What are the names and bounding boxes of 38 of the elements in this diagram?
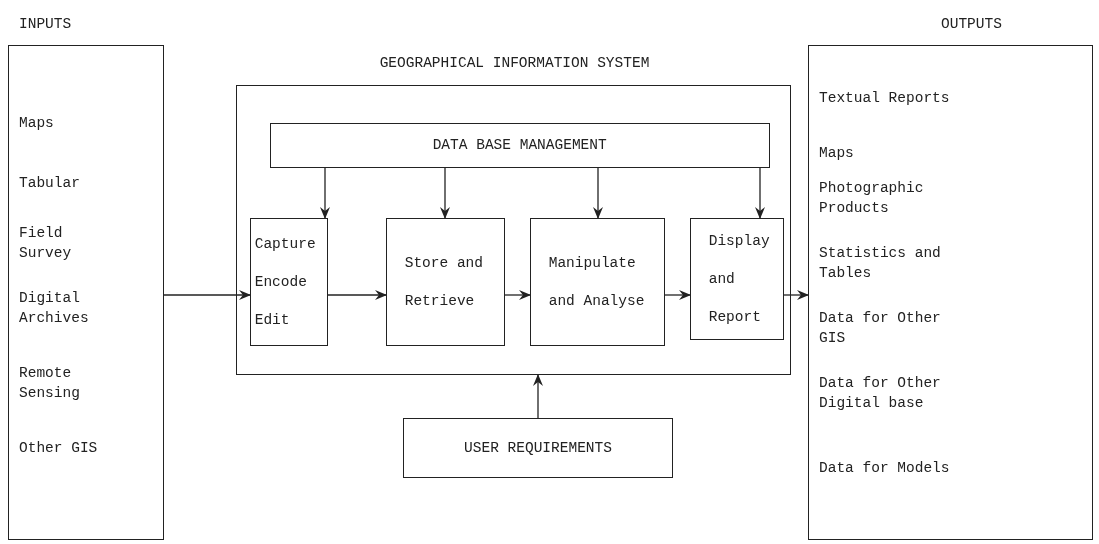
process-box bbox=[689, 217, 784, 340]
box-label: Display and Report bbox=[707, 231, 771, 327]
arrow bbox=[327, 290, 387, 300]
list-item: Data for Other Digital base bbox=[819, 374, 942, 413]
list-item: Remote Sensing bbox=[19, 364, 81, 403]
process-box bbox=[529, 217, 665, 346]
arrow bbox=[504, 290, 531, 300]
arrow bbox=[783, 290, 809, 300]
arrow bbox=[533, 374, 543, 419]
process-box bbox=[249, 217, 328, 346]
list-item: Textual Reports bbox=[819, 89, 951, 108]
arrow bbox=[593, 167, 603, 219]
process-box bbox=[403, 418, 673, 478]
list-item: Field Survey bbox=[19, 224, 73, 263]
section-heading: INPUTS bbox=[19, 15, 73, 34]
process-box bbox=[269, 122, 770, 168]
box-label: Manipulate and Analyse bbox=[547, 253, 646, 311]
list-item: Statistics and Tables bbox=[819, 244, 942, 283]
arrow bbox=[320, 167, 330, 219]
process-box bbox=[385, 217, 505, 346]
list-item: Photographic Products bbox=[819, 179, 925, 218]
arrow bbox=[163, 290, 251, 300]
list-item: Digital Archives bbox=[19, 289, 90, 328]
box-label: Capture Encode Edit bbox=[254, 234, 317, 330]
arrow bbox=[664, 290, 691, 300]
arrow bbox=[755, 167, 765, 219]
section-heading: OUTPUTS bbox=[941, 15, 1003, 34]
list-item: Maps bbox=[19, 114, 55, 133]
section-heading: GEOGRAPHICAL INFORMATION SYSTEM bbox=[378, 54, 651, 73]
box-label: Store and Retrieve bbox=[403, 253, 484, 311]
box-label: DATA BASE MANAGEMENT bbox=[431, 136, 608, 156]
list-item: Data for Models bbox=[819, 459, 951, 478]
list-item: Other GIS bbox=[19, 439, 99, 458]
box-label: USER REQUIREMENTS bbox=[463, 439, 613, 458]
list-item: Data for Other GIS bbox=[819, 309, 942, 348]
arrow bbox=[440, 167, 450, 219]
list-item: Maps bbox=[819, 144, 855, 163]
list-item: Tabular bbox=[19, 174, 81, 193]
